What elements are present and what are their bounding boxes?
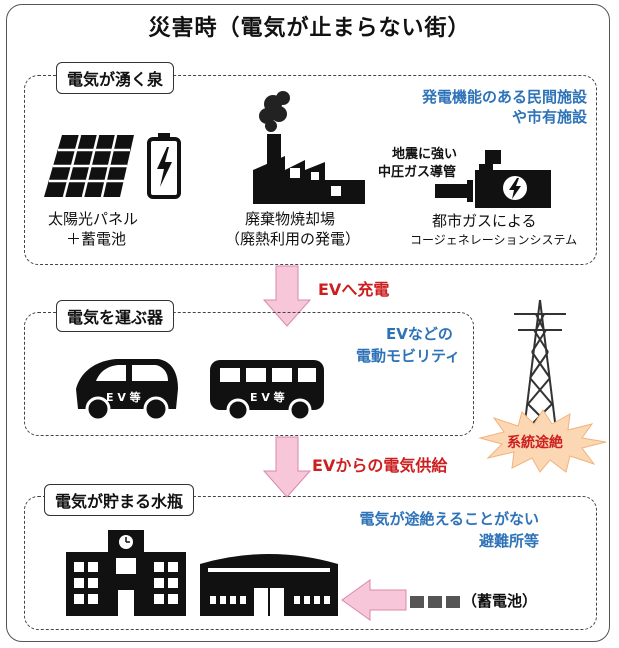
pipe-label-line1: 地震に強い — [392, 147, 458, 162]
ev-bus-icon — [210, 360, 324, 422]
battery-icon — [147, 133, 181, 199]
incinerator-label-line2: （廃熱利用の発電） — [225, 230, 361, 248]
ev-car-icon — [76, 359, 178, 422]
battery-blocks-icon — [410, 596, 460, 608]
spring-note-line2: や市有施設 — [511, 108, 587, 126]
solar-label-line2: ＋蓄電池 — [66, 230, 127, 248]
gymnasium-icon — [200, 554, 338, 616]
spring-section-label: 電気が湧く泉 — [56, 62, 175, 94]
carrier-note-line1: EVなどの — [386, 325, 453, 343]
vessel-note-line1: 電気が途絶えることがない — [359, 510, 539, 528]
school-building-icon — [66, 530, 186, 616]
battery-supply-arrow — [341, 579, 407, 621]
cogen-label-line2: コージェネレーションシステム — [410, 233, 578, 247]
solar-panel-icon — [44, 134, 134, 198]
spring-section — [24, 75, 597, 265]
supply-label: EVからの電気供給 — [312, 456, 448, 475]
ev-car-text: E V 等 — [106, 391, 141, 404]
pipe-label-line2: 中圧ガス導管 — [378, 165, 457, 180]
charge-label: EVへ充電 — [318, 280, 390, 299]
outer-frame — [6, 4, 610, 642]
page-title: 災害時（電気が止まらない街） — [148, 16, 471, 41]
cogeneration-plant-icon — [435, 150, 551, 208]
spring-note-line1: 発電機能のある民間施設 — [421, 88, 587, 106]
solar-label-line1: 太陽光パネル — [48, 210, 139, 228]
outage-label: 系統途絶 — [507, 435, 563, 451]
cogen-label-line1: 都市ガスによる — [432, 212, 537, 230]
outage-burst-icon — [478, 409, 607, 473]
vessel-section — [24, 496, 597, 630]
incinerator-label-line1: 廃棄物焼却場 — [245, 210, 336, 228]
carrier-note-line2: 電動モビリティ — [356, 347, 461, 365]
supply-arrow — [262, 436, 312, 498]
ev-bus-text: E V 等 — [250, 391, 285, 404]
carrier-section-label: 電気を運ぶ器 — [56, 300, 175, 332]
charge-arrow — [262, 265, 312, 327]
vessel-section-label: 電気が貯まる水瓶 — [44, 484, 195, 516]
factory-icon — [253, 91, 365, 204]
vessel-note-line2: 避難所等 — [478, 532, 539, 550]
battery-label: （蓄電池） — [462, 592, 538, 610]
carrier-section — [24, 312, 474, 436]
